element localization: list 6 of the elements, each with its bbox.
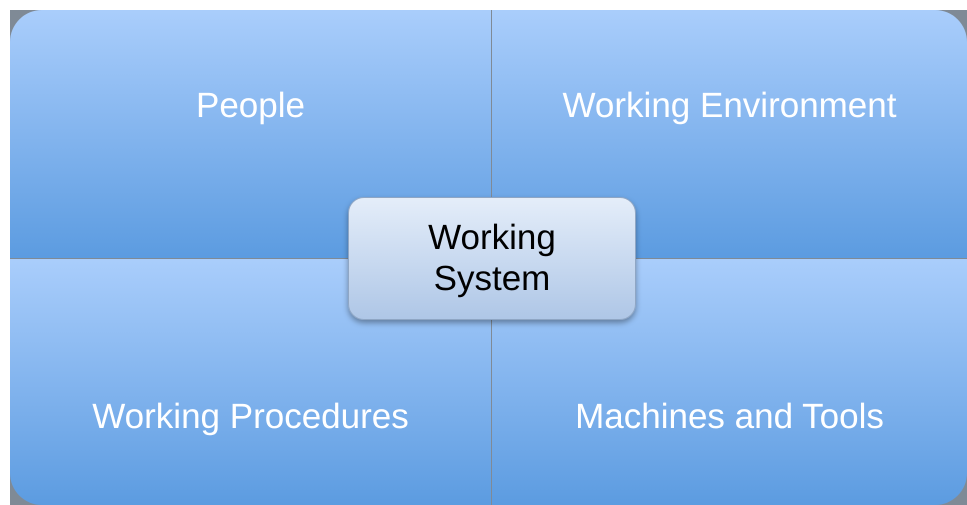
quadrant-label: Working Procedures bbox=[92, 399, 409, 434]
quadrant-label: Working Environment bbox=[562, 88, 896, 123]
quadrant-label: Machines and Tools bbox=[575, 399, 884, 434]
center-label: Working System bbox=[427, 218, 557, 299]
center-box bbox=[348, 197, 636, 320]
quadrant-label: People bbox=[196, 88, 305, 123]
